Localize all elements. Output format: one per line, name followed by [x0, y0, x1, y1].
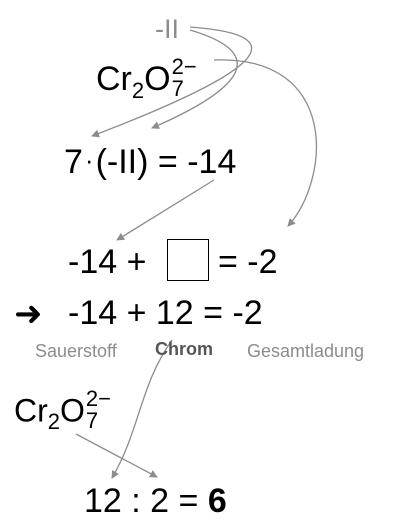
formula-element-o: O [144, 59, 171, 98]
arrow-product-to-sum [116, 179, 215, 241]
unknown-charge-box [167, 239, 209, 281]
arrow-oxidation-to-paren [151, 29, 238, 129]
oxidation-number-label: -II [155, 14, 179, 44]
equation-unknown-right: = -2 [218, 243, 278, 281]
result-value: 6 [207, 482, 227, 520]
formula-sub-2: 2 [131, 77, 145, 103]
equation-solved: -14 + 12 = -2 [68, 294, 263, 332]
equation-result: = -14 [157, 143, 237, 181]
formula-sub-7: 7 [85, 407, 99, 433]
formula-element-cr: Cr [14, 392, 48, 429]
equation-unknown-left: -14 + [68, 243, 147, 281]
formula-sub-2: 2 [47, 409, 61, 435]
label-oxygen: Sauerstoff [35, 341, 117, 361]
label-chromium: Chrom [155, 339, 213, 359]
formula-charge: 2− [171, 54, 197, 79]
arrow-oxidation-to-seven [91, 26, 253, 138]
arrow-chromium-to-result [111, 339, 173, 479]
formula-element-cr: Cr [96, 59, 132, 98]
label-total-charge: Gesamtladung [247, 341, 365, 361]
equation-factor: 7 [64, 143, 83, 181]
arrow-charge-to-result [213, 59, 318, 227]
formula-sub-7: 7 [171, 75, 184, 101]
formula-element-o: O [60, 392, 85, 429]
arrow-formula-to-result [75, 433, 158, 478]
formula-charge: 2− [85, 386, 111, 411]
result-equation: 12 : 2 = 6 [84, 484, 227, 518]
result-expression: 12 : 2 = [84, 482, 199, 520]
equation-paren: (-II) [95, 143, 149, 181]
equation-dot: · [84, 145, 94, 175]
equation-oxygen-sum: 7·(-II) = -14 [64, 145, 236, 179]
arrow-marker: ➜ [14, 295, 43, 333]
